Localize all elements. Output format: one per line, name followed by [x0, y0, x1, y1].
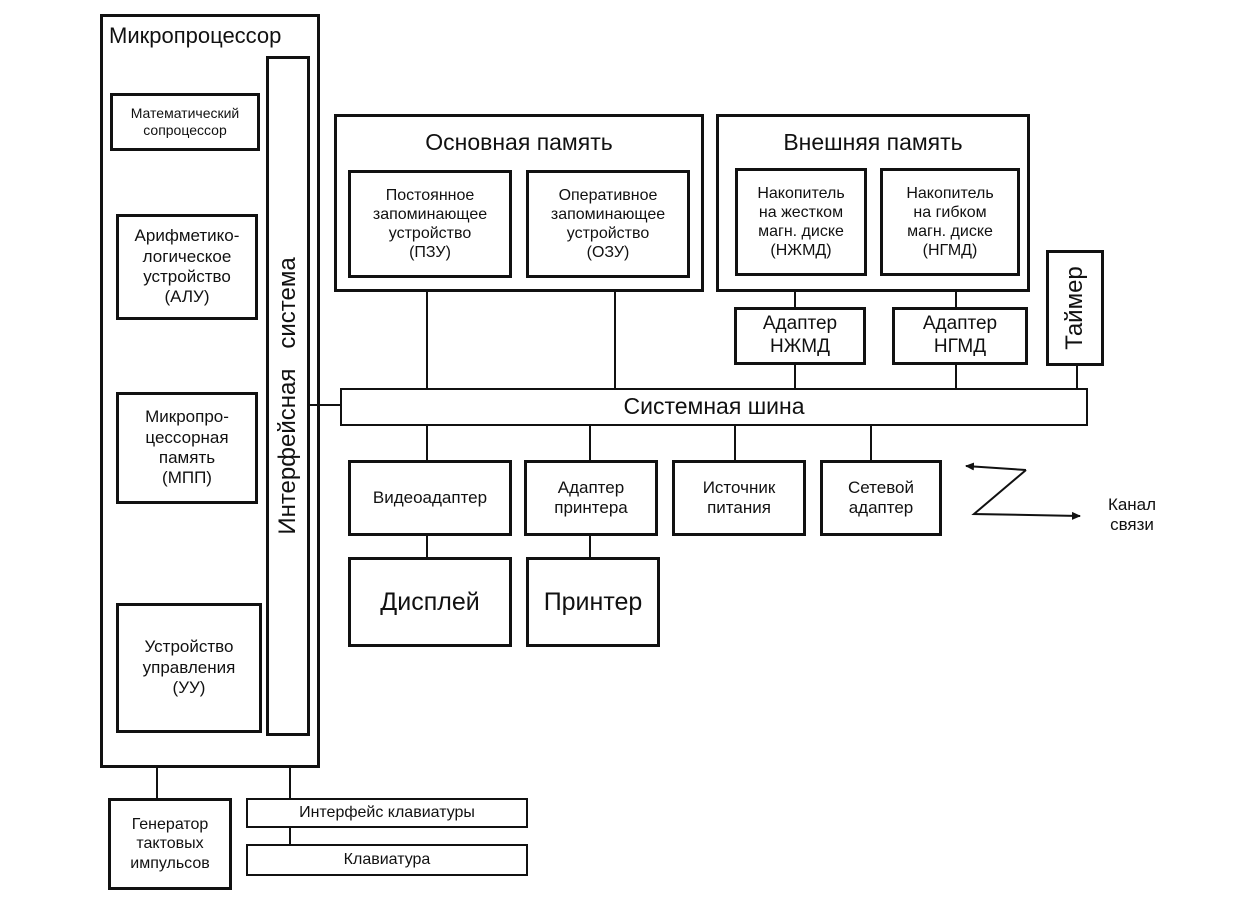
- keyboard-interface-label: Интерфейс клавиатуры: [299, 804, 475, 822]
- cpu-clock-line: [156, 768, 158, 798]
- system-bus-label: Системная шина: [623, 393, 805, 420]
- ram-box: Оперативное запоминающее устройство (ОЗУ…: [526, 170, 690, 278]
- hdd-to-adapter-line: [794, 292, 796, 308]
- bus-network-line: [870, 426, 872, 460]
- video-display-line: [426, 536, 428, 558]
- alu-box: Арифметико- логическое устройство (АЛУ): [116, 214, 258, 320]
- main-memory-title: Основная память: [425, 129, 613, 155]
- fdd-adapter-label: Адаптер НГМД: [922, 313, 998, 357]
- rom-bus-line: [426, 292, 428, 388]
- external-memory-title: Внешняя память: [783, 129, 963, 155]
- hdd-adapter-bus-line: [794, 365, 796, 388]
- timer-bus-line: [1076, 366, 1078, 388]
- microprocessor-title: Микропроцессор: [109, 23, 282, 48]
- interface-system-box: Интерфейсная система: [266, 56, 310, 736]
- rom-label: Постоянное запоминающее устройство (ПЗУ): [372, 186, 488, 262]
- power-supply-box: Источник питания: [672, 460, 806, 536]
- control-unit-box: Устройство управления (УУ): [116, 603, 262, 733]
- hdd-adapter-box: Адаптер НЖМД: [734, 307, 866, 365]
- keyboard-interface-box: Интерфейс клавиатуры: [246, 798, 528, 828]
- ram-label: Оперативное запоминающее устройство (ОЗУ…: [550, 186, 666, 262]
- channel-arrow-right: [971, 469, 1081, 520]
- video-adapter-label: Видеоадаптер: [372, 487, 488, 507]
- clock-generator-label: Генератор тактовых импульсов: [130, 816, 210, 872]
- network-adapter-box: Сетевой адаптер: [820, 460, 942, 536]
- keyboard-label: Клавиатура: [343, 851, 431, 869]
- fdd-adapter-box: Адаптер НГМД: [892, 307, 1028, 365]
- alu-label: Арифметико- логическое устройство (АЛУ): [134, 226, 240, 307]
- ram-bus-line: [614, 292, 616, 388]
- fdd-to-adapter-line: [955, 292, 957, 308]
- rom-box: Постоянное запоминающее устройство (ПЗУ): [348, 170, 512, 278]
- system-bus: Системная шина: [340, 388, 1088, 426]
- printer-adapter-label: Адаптер принтера: [554, 477, 628, 517]
- printer-adapter-box: Адаптер принтера: [524, 460, 658, 536]
- kbd-interface-keyboard-line: [289, 828, 291, 844]
- printer-label: Принтер: [543, 588, 643, 616]
- printer-box: Принтер: [526, 557, 660, 647]
- control-unit-label: Устройство управления (УУ): [142, 637, 236, 698]
- display-box: Дисплей: [348, 557, 512, 647]
- display-label: Дисплей: [380, 588, 480, 616]
- keyboard-box: Клавиатура: [246, 844, 528, 876]
- mpp-box: Микропро- цессорная память (МПП): [116, 392, 258, 504]
- hdd-box: Накопитель на жестком магн. диске (НЖМД): [735, 168, 867, 276]
- clock-generator-box: Генератор тактовых импульсов: [108, 798, 232, 890]
- channel-arrow-left: [965, 462, 1027, 471]
- fdd-adapter-bus-line: [955, 365, 957, 388]
- bus-video-line: [426, 426, 428, 460]
- interface-to-bus-line: [310, 404, 342, 406]
- bus-printer-adapter-line: [589, 426, 591, 460]
- mpp-label: Микропро- цессорная память (МПП): [145, 407, 229, 488]
- fdd-label: Накопитель на гибком магн. диске (НГМД): [906, 184, 994, 260]
- hdd-label: Накопитель на жестком магн. диске (НЖМД): [757, 184, 845, 260]
- cpu-kbd-interface-line: [289, 768, 291, 799]
- math-coprocessor-label: Математический сопроцессор: [130, 105, 240, 138]
- hdd-adapter-label: Адаптер НЖМД: [762, 313, 838, 357]
- video-adapter-box: Видеоадаптер: [348, 460, 512, 536]
- bus-power-line: [734, 426, 736, 460]
- network-adapter-label: Сетевой адаптер: [847, 477, 914, 517]
- timer-box: Таймер: [1046, 250, 1104, 366]
- fdd-box: Накопитель на гибком магн. диске (НГМД): [880, 168, 1020, 276]
- math-coprocessor-box: Математический сопроцессор: [110, 93, 260, 151]
- power-supply-label: Источник питания: [702, 477, 776, 517]
- printer-adapter-printer-line: [589, 536, 591, 558]
- channel-label: Канал связи: [1107, 495, 1157, 535]
